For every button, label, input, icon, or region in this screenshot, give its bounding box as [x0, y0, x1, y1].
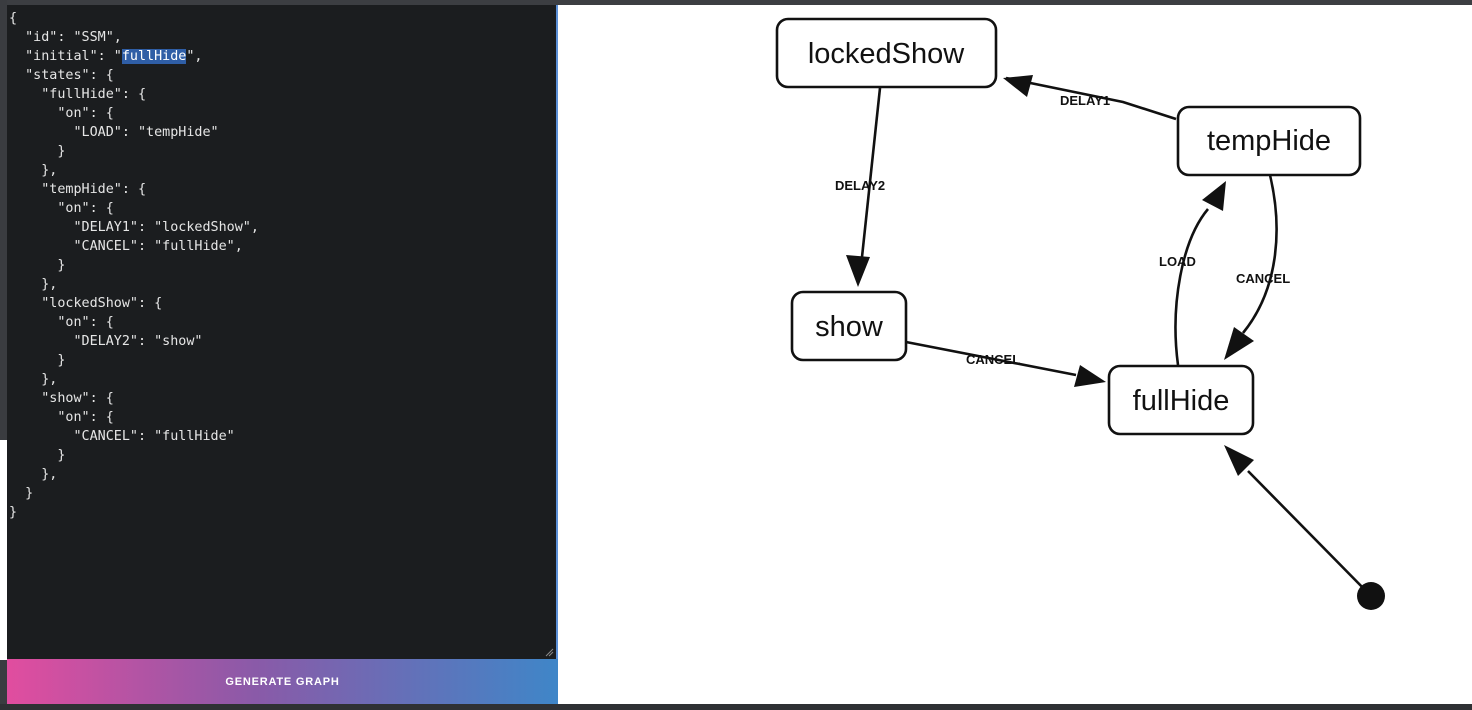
edge-initial-fullHide [1224, 445, 1385, 610]
edge-fullHide-tempHide: LOAD [1159, 181, 1226, 366]
state-node-lockedShow[interactable]: lockedShow [775, 17, 998, 89]
code-line[interactable]: "CANCEL": "fullHide" [9, 429, 235, 444]
edge-label-delay2: DELAY2 [835, 178, 885, 193]
edge-label-cancel-temp: CANCEL [1236, 271, 1290, 286]
edge-label-delay1: DELAY1 [1060, 93, 1110, 108]
state-node-show[interactable]: show [790, 290, 908, 362]
resize-grip-icon[interactable] [545, 648, 554, 657]
code-line[interactable]: "tempHide": { [9, 182, 147, 197]
state-graph-panel: DELAY1 DELAY2 CANCEL LOAD CANCEL [558, 5, 1472, 704]
code-line[interactable]: "lockedShow": { [9, 296, 163, 311]
generate-graph-button[interactable]: GENERATE GRAPH [7, 659, 558, 704]
code-line[interactable]: { [9, 11, 18, 26]
window-top-border [0, 0, 1472, 5]
window-left-border [0, 0, 7, 704]
state-label-fullHide: fullHide [1133, 385, 1230, 417]
window-bottom-border [0, 704, 1472, 710]
code-line[interactable]: "on": { [9, 201, 114, 216]
code-line[interactable]: "id": "SSM", [9, 30, 122, 45]
code-line[interactable]: } [9, 448, 66, 463]
code-line[interactable]: }, [9, 372, 58, 387]
code-line[interactable]: } [9, 258, 66, 273]
code-line[interactable]: "on": { [9, 106, 114, 121]
window-left-border-highlight [0, 440, 7, 660]
code-line[interactable]: "LOAD": "tempHide" [9, 125, 219, 140]
code-line[interactable]: "initial": "fullHide", [9, 49, 203, 64]
state-node-tempHide[interactable]: tempHide [1176, 105, 1362, 177]
state-label-lockedShow: lockedShow [808, 38, 965, 70]
code-line[interactable]: "on": { [9, 315, 114, 330]
state-label-show: show [815, 311, 884, 343]
code-line[interactable]: "fullHide": { [9, 87, 147, 102]
code-line[interactable]: } [9, 144, 66, 159]
state-label-tempHide: tempHide [1207, 125, 1331, 157]
edge-tempHide-fullHide: CANCEL [1224, 174, 1290, 360]
code-line[interactable]: "show": { [9, 391, 114, 406]
code-line[interactable]: } [9, 486, 34, 501]
code-line[interactable]: "CANCEL": "fullHide", [9, 239, 243, 254]
edge-label-cancel-show: CANCEL [966, 352, 1020, 367]
edge-lockedShow-show: DELAY2 [835, 87, 885, 287]
json-code-editor[interactable]: { "id": "SSM", "initial": "fullHide", "s… [7, 5, 556, 659]
edge-show-fullHide: CANCEL [905, 340, 1106, 387]
code-line[interactable]: "DELAY2": "show" [9, 334, 203, 349]
edge-label-load: LOAD [1159, 254, 1196, 269]
code-line[interactable]: "DELAY1": "lockedShow", [9, 220, 259, 235]
initial-state-dot [1357, 582, 1385, 610]
code-line[interactable]: "on": { [9, 410, 114, 425]
code-line[interactable]: } [9, 505, 18, 520]
state-node-fullHide[interactable]: fullHide [1107, 364, 1255, 436]
edge-tempHide-lockedShow: DELAY1 [1003, 75, 1177, 121]
code-line[interactable]: } [9, 353, 66, 368]
code-line[interactable]: "states": { [9, 68, 114, 83]
state-machine-graph: DELAY1 DELAY2 CANCEL LOAD CANCEL [775, 17, 1385, 610]
code-line[interactable]: }, [9, 277, 58, 292]
code-line[interactable]: }, [9, 163, 58, 178]
code-line[interactable]: }, [9, 467, 58, 482]
text-selection: fullHide [121, 49, 187, 64]
json-editor-panel[interactable]: { "id": "SSM", "initial": "fullHide", "s… [7, 5, 558, 659]
